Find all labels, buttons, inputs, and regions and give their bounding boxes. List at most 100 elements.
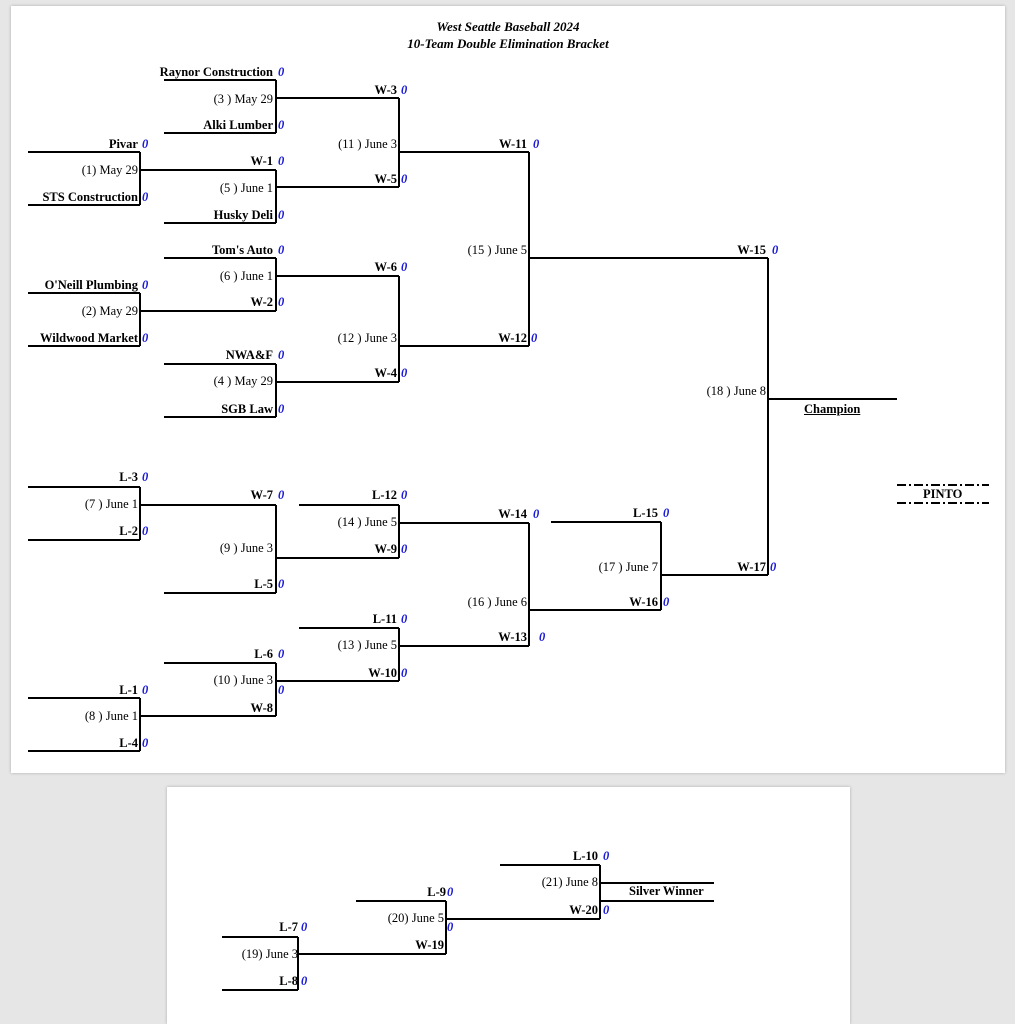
bracket-page-main: West Seattle Baseball 2024 10-Team Doubl… [11, 6, 1005, 773]
slot-w-14: W-14 [498, 507, 527, 521]
game-2-label: (2) May 29 [81, 304, 138, 318]
slot-l-4: L-4 [119, 736, 138, 750]
score: 0 [447, 885, 454, 899]
slot-w-19: W-19 [415, 938, 444, 952]
score: 0 [278, 295, 285, 309]
slot-w-20: W-20 [569, 903, 598, 917]
game-21-label: (21) June 8 [541, 875, 598, 889]
game-16-label: (16 ) June 6 [467, 595, 527, 609]
game-18-label: (18 ) June 8 [706, 384, 766, 398]
score: 0 [278, 402, 285, 416]
score: 0 [401, 366, 408, 380]
score: 0 [447, 920, 454, 934]
game-12-label: (12 ) June 3 [337, 331, 397, 345]
score: 0 [278, 118, 285, 132]
score: 0 [401, 666, 408, 680]
slot-w-11: W-11 [498, 137, 527, 151]
team-nwaf: NWA&F [225, 348, 273, 362]
game-20-label: (20) June 5 [387, 911, 444, 925]
slot-w-12: W-12 [498, 331, 527, 345]
slot-w-7: W-7 [250, 488, 273, 502]
score: 0 [142, 524, 149, 538]
champion-label: Champion [804, 402, 861, 416]
game-6-label: (6 ) June 1 [219, 269, 273, 283]
score: 0 [531, 331, 538, 345]
bracket-subtitle: 10-Team Double Elimination Bracket [407, 36, 609, 51]
slot-l-3: L-3 [119, 470, 138, 484]
game-3-label: (3 ) May 29 [213, 92, 273, 106]
score: 0 [401, 612, 408, 626]
game-15-label: (15 ) June 5 [467, 243, 527, 257]
team-husky-deli: Husky Deli [213, 208, 273, 222]
score: 0 [539, 630, 546, 644]
score: 0 [278, 348, 285, 362]
score: 0 [278, 65, 285, 79]
game-13-label: (13 ) June 5 [337, 638, 397, 652]
slot-w-4: W-4 [374, 366, 397, 380]
score: 0 [142, 736, 149, 750]
bracket-title: West Seattle Baseball 2024 [436, 19, 580, 34]
team-oneill-plumbing: O'Neill Plumbing [44, 278, 138, 292]
slot-l-15: L-15 [633, 506, 658, 520]
score: 0 [278, 154, 285, 168]
game-17-label: (17 ) June 7 [598, 560, 658, 574]
slot-w-15: W-15 [737, 243, 766, 257]
game-9-label: (9 ) June 3 [219, 541, 273, 555]
score: 0 [663, 506, 670, 520]
score: 0 [142, 331, 149, 345]
score: 0 [278, 488, 285, 502]
score: 0 [401, 488, 408, 502]
slot-l-7: L-7 [279, 920, 298, 934]
score: 0 [278, 683, 285, 697]
score: 0 [770, 560, 777, 574]
slot-w-1: W-1 [250, 154, 273, 168]
team-alki-lumber: Alki Lumber [203, 118, 273, 132]
slot-l-5: L-5 [254, 577, 273, 591]
game-19-label: (19) June 3 [241, 947, 298, 961]
score: 0 [142, 278, 149, 292]
score: 0 [772, 243, 779, 257]
game-1-label: (1) May 29 [81, 163, 138, 177]
slot-l-11: L-11 [372, 612, 397, 626]
pinto-label: PINTO [923, 487, 963, 501]
game-4-label: (4 ) May 29 [213, 374, 273, 388]
score: 0 [401, 260, 408, 274]
score: 0 [142, 683, 149, 697]
team-toms-auto: Tom's Auto [211, 243, 273, 257]
slot-l-1: L-1 [119, 683, 138, 697]
game-7-label: (7 ) June 1 [84, 497, 138, 511]
slot-w-8: W-8 [250, 701, 273, 715]
slot-w-2: W-2 [250, 295, 273, 309]
score: 0 [278, 577, 285, 591]
game-14-label: (14 ) June 5 [337, 515, 397, 529]
slot-w-6: W-6 [374, 260, 397, 274]
bracket-lines-silver [222, 864, 714, 991]
score: 0 [533, 137, 540, 151]
slot-w-10: W-10 [368, 666, 397, 680]
slot-l-9: L-9 [427, 885, 446, 899]
bracket-page-silver: L-7 0 (19) June 3 L-8 0 L-9 0 (20) June … [167, 787, 850, 1024]
score: 0 [401, 172, 408, 186]
score: 0 [142, 190, 149, 204]
team-pivar: Pivar [108, 137, 138, 151]
score: 0 [278, 243, 285, 257]
team-wildwood-market: Wildwood Market [39, 331, 138, 345]
slot-w-13: W-13 [498, 630, 527, 644]
score: 0 [301, 920, 308, 934]
game-5-label: (5 ) June 1 [219, 181, 273, 195]
slot-l-2: L-2 [119, 524, 138, 538]
bracket-lines-main [28, 79, 989, 752]
slot-l-10: L-10 [573, 849, 598, 863]
score: 0 [301, 974, 308, 988]
slot-l-12: L-12 [372, 488, 397, 502]
score: 0 [142, 137, 149, 151]
score: 0 [603, 903, 610, 917]
slot-l-8: L-8 [279, 974, 298, 988]
team-raynor-construction: Raynor Construction [159, 65, 273, 79]
score: 0 [401, 542, 408, 556]
silver-winner-label: Silver Winner [629, 884, 704, 898]
score: 0 [278, 208, 285, 222]
slot-w-16: W-16 [629, 595, 658, 609]
slot-w-17: W-17 [737, 560, 766, 574]
score: 0 [663, 595, 670, 609]
